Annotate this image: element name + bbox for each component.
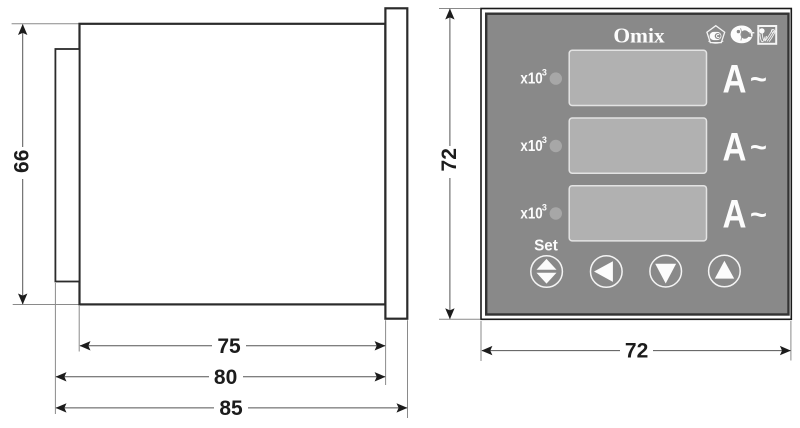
svg-text:3: 3 <box>542 203 547 213</box>
svg-text:A: A <box>723 125 747 169</box>
svg-text:66: 66 <box>11 150 34 173</box>
svg-text:72: 72 <box>438 148 461 171</box>
svg-text:Set: Set <box>534 238 558 255</box>
svg-text:80: 80 <box>214 366 237 389</box>
svg-text:~: ~ <box>750 199 767 231</box>
svg-text:x10: x10 <box>520 206 542 223</box>
svg-text:x10: x10 <box>520 71 542 88</box>
svg-text:A: A <box>723 192 747 236</box>
svg-text:75: 75 <box>217 335 241 358</box>
svg-text:3: 3 <box>542 68 547 78</box>
svg-text:x10: x10 <box>520 138 542 155</box>
svg-text:85: 85 <box>219 397 243 420</box>
svg-text:~: ~ <box>750 132 767 164</box>
svg-text:Omix: Omix <box>613 24 665 48</box>
svg-text:72: 72 <box>625 340 648 363</box>
svg-text:~: ~ <box>750 64 767 96</box>
svg-text:3: 3 <box>542 135 547 145</box>
svg-text:A: A <box>723 57 747 101</box>
